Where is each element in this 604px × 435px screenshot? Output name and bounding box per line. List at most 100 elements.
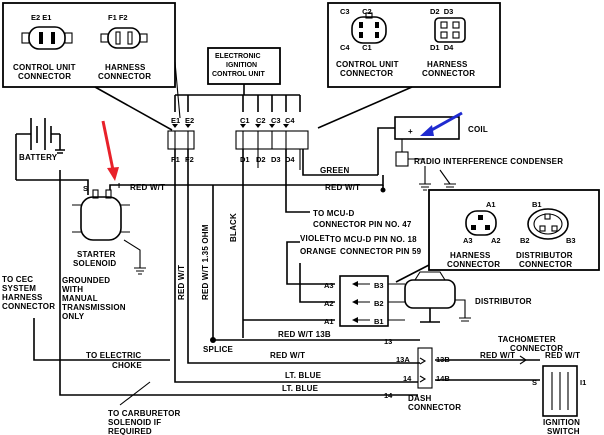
harness-connector-b-label: HARNESS CONNECTOR xyxy=(447,251,500,269)
wires xyxy=(33,149,540,406)
ignition-switch-label: IGNITION SWITCH xyxy=(543,418,583,435)
cec-connector-label: TO CEC SYSTEM HARNESS CONNECTOR xyxy=(2,275,55,311)
pin-c3: C3 xyxy=(271,116,281,125)
pin-d2: D2 xyxy=(256,155,266,164)
callout-leaders xyxy=(94,61,413,131)
callout-a1: A1 xyxy=(486,200,496,209)
green-wire-label: GREEN xyxy=(320,166,349,175)
battery: BATTERY xyxy=(15,118,89,195)
callout-right: C3 C2 C4 C1 D2 D3 D1 D4 CONTROL UNIT CON… xyxy=(327,2,501,88)
dash-pin-13b: 13B xyxy=(436,355,450,364)
dist-a2: A2 xyxy=(324,299,334,308)
red-wt-tach-left-label: RED W/T xyxy=(480,351,515,360)
callout-a3: A3 xyxy=(463,236,473,245)
callout-right-pins-b-bot: D1 D4 xyxy=(430,43,454,52)
callout-b3: B3 xyxy=(566,236,576,245)
red-wt-135-ohm-label: RED W/T 1.35 OHM xyxy=(201,224,210,300)
battery-label: BATTERY xyxy=(19,153,58,162)
callout-right-frame xyxy=(327,2,501,88)
callout-a2: A2 xyxy=(491,236,501,245)
callout-right-pins-a-top: C3 C2 xyxy=(340,7,372,16)
distributor-connector: A3 A2 A1 B3 B2 B1 xyxy=(324,275,405,327)
radio-condenser-label: RADIO INTERFERENCE CONDENSER xyxy=(414,157,563,166)
pin-e1: E1 xyxy=(171,116,180,125)
ignition-switch: S I1 IGNITION SWITCH xyxy=(532,365,586,435)
dash-connector: 13 13A 14 13B 14B DASH CONNECTOR 14 xyxy=(384,337,461,412)
four-pin-harness-connector-icon xyxy=(434,17,466,43)
pin-c2: C2 xyxy=(256,116,266,125)
dash-pin-13: 13 xyxy=(384,337,392,346)
three-pin-harness-connector-icon xyxy=(465,210,497,236)
mcu-47-label: TO MCU-D CONNECTOR PIN NO. 47 xyxy=(313,209,412,229)
coil-plus-label: + xyxy=(408,127,413,136)
pin-e2: E2 xyxy=(185,116,194,125)
distributor-callout: A1 A3 A2 B1 B2 B3 HARNESS CONNECTOR DIST… xyxy=(395,189,600,283)
carburetor-label: TO CARBURETOR SOLENOID IF REQUIRED xyxy=(108,409,183,435)
red-wt-tach-right-label: RED W/T xyxy=(545,351,580,360)
three-pin-distributor-connector-icon xyxy=(527,208,569,240)
red-wt-vertical-label: RED W/T xyxy=(177,265,186,300)
callout-b1: B1 xyxy=(532,200,542,209)
mcu-18-label: TO MCU-D PIN NO. 18 xyxy=(330,235,417,244)
red-arrow-icon xyxy=(101,120,119,181)
blue-arrow-icon xyxy=(420,111,463,136)
dist-a3: A3 xyxy=(324,281,334,290)
eicu-title: ELECTRONIC IGNITION CONTROL UNIT xyxy=(212,53,265,78)
tachometer-label: TACHOMETER CONNECTOR xyxy=(498,335,563,353)
pin-d4: D4 xyxy=(285,155,295,164)
pin-c4: C4 xyxy=(285,116,295,125)
four-pin-control-connector-icon xyxy=(351,12,387,44)
callout-right-pins-b-top: D2 D3 xyxy=(430,7,453,16)
callout-b2: B2 xyxy=(520,236,530,245)
harness-connector-label: HARNESS CONNECTOR xyxy=(98,63,151,81)
pin-d1: D1 xyxy=(240,155,250,164)
tachometer-connector: TACHOMETER CONNECTOR RED W/T RED W/T xyxy=(480,335,580,365)
dash-pin-14-lower: 14 xyxy=(384,391,393,400)
dist-b3: B3 xyxy=(374,281,384,290)
dist-connector-body xyxy=(339,275,389,327)
callout-right-label-a: CONTROL UNIT CONNECTOR xyxy=(336,60,401,78)
red-wt-13b-label: RED W/T 13B xyxy=(278,330,331,339)
dash-pin-14: 14 xyxy=(403,374,412,383)
starter-solenoid: S I STARTER SOLENOID GROUNDED WITH MANUA… xyxy=(62,181,146,321)
dist-b2: B2 xyxy=(374,299,384,308)
lt-blue-14-lower-label: LT. BLUE xyxy=(282,384,319,393)
distributor-callout-frame xyxy=(428,189,600,271)
red-wt-13a-label: RED W/T xyxy=(270,351,305,360)
callout-right-label-b: HARNESS CONNECTOR xyxy=(422,60,475,78)
pin-d3: D3 xyxy=(271,155,281,164)
ignition-i1-terminal: I1 xyxy=(580,378,586,387)
electric-choke-label: TO ELECTRIC CHOKE xyxy=(86,351,144,370)
starter-solenoid-label: STARTER SOLENOID xyxy=(73,250,118,268)
callout-left-pins-a: E2 E1 xyxy=(31,13,51,22)
wire-labels: GREEN RED W/T RED W/T BLACK RED W/T 1.35… xyxy=(2,166,422,435)
splice-label: SPLICE xyxy=(203,345,234,354)
pin-f2: F2 xyxy=(185,155,194,164)
starter-s-terminal: S xyxy=(83,184,88,193)
grounded-note: GROUNDED WITH MANUAL TRANSMISSION ONLY xyxy=(62,276,128,321)
black-wire-label: BLACK xyxy=(229,213,238,242)
orange-wire-label: ORANGE xyxy=(300,247,337,256)
control-unit-connector-icon xyxy=(21,26,73,50)
pin-c1: C1 xyxy=(240,116,250,125)
distributor-connector-label: DISTRIBUTOR CONNECTOR xyxy=(516,251,575,269)
connector-pin-59-label: CONNECTOR PIN 59 xyxy=(340,247,422,256)
ignition-s-terminal: S xyxy=(532,378,537,387)
dash-pin-13a: 13A xyxy=(396,355,410,364)
red-wt-coil-label: RED W/T xyxy=(325,183,360,192)
lt-blue-14-label: LT. BLUE xyxy=(285,371,322,380)
dash-pin-14b: 14B xyxy=(436,374,450,383)
violet-wire-label: VIOLET xyxy=(300,234,330,243)
control-unit-connector-label: CONTROL UNIT CONNECTOR xyxy=(13,63,78,81)
ignition-coil: COIL + xyxy=(377,116,488,175)
distributor-icon: DISTRIBUTOR xyxy=(404,271,532,323)
ignition-switch-body xyxy=(542,365,578,417)
callout-left: E2 E1 F1 F2 CONTROL UNIT CONNECTOR HARNE… xyxy=(2,2,176,88)
distributor-label: DISTRIBUTOR xyxy=(475,297,532,306)
harness-connector-icon xyxy=(100,27,148,49)
dash-connector-label: DASH CONNECTOR xyxy=(408,394,461,412)
dist-b1: B1 xyxy=(374,317,384,326)
callout-right-pins-a-bot: C4 C1 xyxy=(340,43,372,52)
